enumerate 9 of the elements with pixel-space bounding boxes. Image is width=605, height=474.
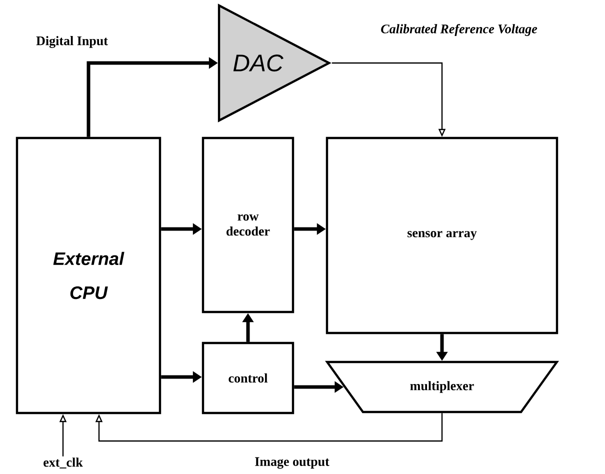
signal-label: ext_clk (44, 458, 83, 468)
arrow (95, 413, 443, 442)
control-box: control (202, 342, 294, 414)
edge-label: Digital Input (36, 36, 108, 48)
edge-label: Calibrated Reference Voltage (381, 24, 538, 36)
edge-label: Image output (255, 457, 330, 469)
cpu-box: External CPU (16, 136, 162, 414)
decoder-box: row decoder (202, 136, 294, 314)
sensor-array-box: sensor array (326, 136, 558, 334)
